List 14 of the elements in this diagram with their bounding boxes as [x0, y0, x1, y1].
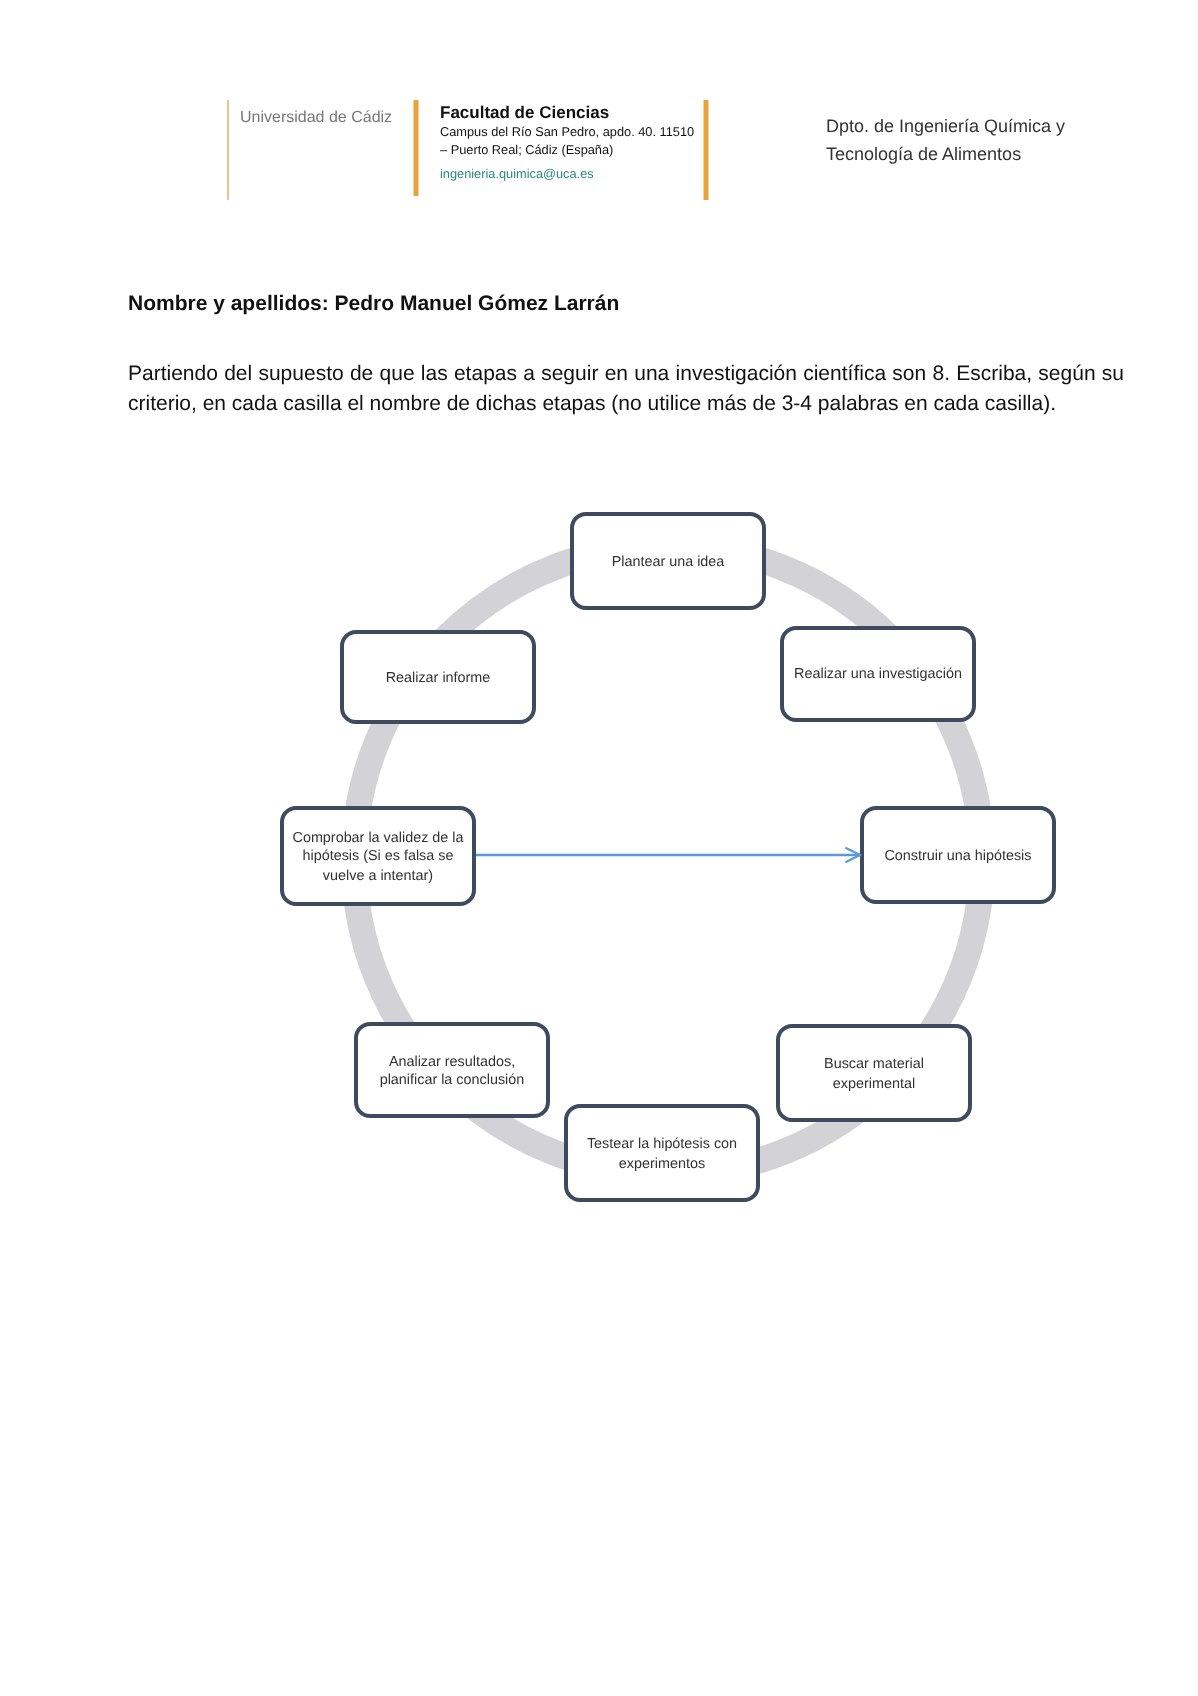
university-name: Universidad de Cádiz [240, 108, 395, 128]
arrow [476, 846, 862, 864]
step-box [860, 806, 1056, 904]
step-box [564, 1104, 760, 1202]
step-box [776, 1024, 972, 1122]
department-name: Dpto. de Ingeniería Química y Tecnología de Alimentos [826, 114, 1068, 169]
instructions-text: Partiendo del supuesto de que las etapas a seguir en una investigación científica son 8. Escriba, según su criterio, en cada casilla el nombre de dichas etapas (no utilice más de 3-4 palabras en cada casilla). [128, 360, 1124, 421]
step-box [280, 806, 476, 906]
step-box [570, 512, 766, 610]
name-line: Nombre y apellidos: Pedro Manuel Gómez Larrán [128, 292, 622, 318]
faculty-name: Facultad de Ciencias [440, 102, 612, 123]
step-box [340, 630, 536, 724]
step-box [354, 1022, 550, 1118]
step-box [780, 626, 976, 722]
